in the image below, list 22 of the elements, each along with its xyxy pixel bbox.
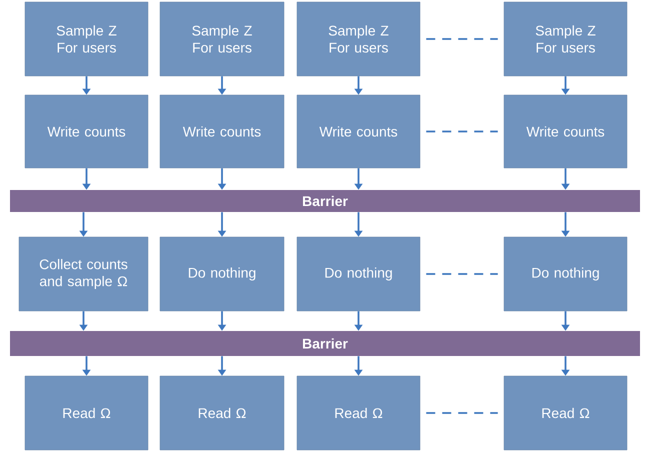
process-box: Read Ω	[504, 376, 628, 450]
barrier-bar: Barrier	[10, 190, 640, 212]
process-box: Sample Z For users	[160, 2, 284, 76]
process-box: Read Ω	[160, 376, 284, 450]
barrier-bar: Barrier	[10, 331, 640, 356]
dashed-line	[426, 38, 498, 40]
dashed-line	[426, 412, 498, 414]
process-box: Do nothing	[504, 236, 628, 312]
process-box: Do nothing	[160, 236, 284, 312]
process-box: Collect counts and sample Ω	[18, 236, 148, 312]
process-box: Do nothing	[296, 236, 420, 312]
process-box: Read Ω	[296, 376, 420, 450]
process-box: Sample Z For users	[504, 2, 628, 76]
process-box: Write counts	[160, 94, 284, 168]
process-box: Write counts	[504, 94, 628, 168]
dashed-line	[426, 273, 498, 275]
process-box: Sample Z For users	[296, 2, 420, 76]
process-box: Write counts	[24, 94, 148, 168]
process-box: Read Ω	[24, 376, 148, 450]
dashed-line	[426, 130, 498, 132]
process-box: Sample Z For users	[24, 2, 148, 76]
process-box: Write counts	[296, 94, 420, 168]
